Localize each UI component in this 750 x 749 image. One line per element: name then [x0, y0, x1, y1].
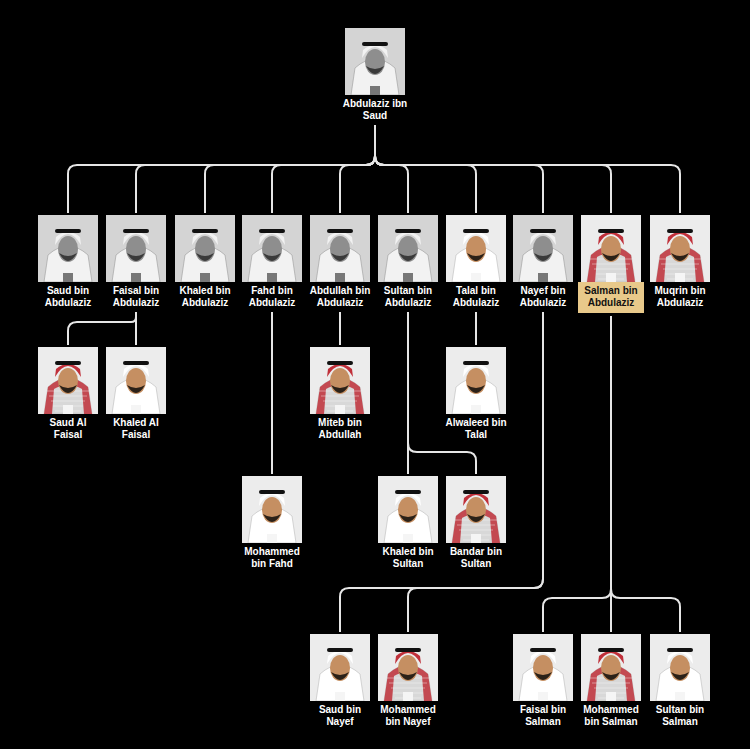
family-line: [68, 125, 375, 213]
family-line: [68, 312, 136, 345]
person-tile: Salman bin Abdulaziz: [578, 215, 644, 313]
portrait: [310, 347, 370, 414]
family-line: [611, 316, 680, 632]
portrait: [310, 215, 370, 282]
person-tile: Mohammed bin Nayef: [373, 634, 443, 728]
portrait: [581, 634, 641, 701]
person-name: Mohammed bin Salman: [576, 704, 646, 728]
person-name: Muqrin bin Abdulaziz: [647, 285, 713, 309]
person-tile: Faisal bin Salman: [510, 634, 576, 728]
family-line: [339, 312, 341, 345]
portrait: [310, 634, 370, 701]
portrait: [345, 28, 405, 95]
portrait: [106, 215, 166, 282]
person-name: Salman bin Abdulaziz: [578, 282, 644, 313]
family-line: [340, 312, 543, 632]
person-name: Miteb bin Abdullah: [307, 417, 373, 441]
person-name: Saud Al Faisal: [35, 417, 101, 441]
portrait: [513, 215, 573, 282]
person-tile: Khaled bin Sultan: [375, 476, 441, 570]
portrait: [242, 476, 302, 543]
person-name: Nayef bin Abdulaziz: [510, 285, 576, 309]
person-name: Faisal bin Salman: [510, 704, 576, 728]
portrait: [378, 215, 438, 282]
family-line: [135, 312, 137, 345]
family-line: [205, 125, 375, 213]
person-tile: Sultan bin Salman: [647, 634, 713, 728]
portrait: [446, 347, 506, 414]
person-tile: Fahd bin Abdulaziz: [239, 215, 305, 309]
person-name: Fahd bin Abdulaziz: [239, 285, 305, 309]
person-name: Khaled bin Sultan: [375, 546, 441, 570]
family-line: [375, 125, 408, 213]
person-name: Faisal bin Abdulaziz: [103, 285, 169, 309]
family-line: [340, 125, 375, 213]
person-name: Mohammed bin Nayef: [373, 704, 443, 728]
person-tile: Saud bin Nayef: [307, 634, 373, 728]
person-name: Saud bin Nayef: [307, 704, 373, 728]
family-line: [543, 316, 611, 632]
person-tile: Mohammed bin Fahd: [237, 476, 307, 570]
portrait: [650, 634, 710, 701]
family-line: [475, 312, 477, 345]
portrait: [175, 215, 235, 282]
person-tile: Miteb bin Abdullah: [307, 347, 373, 441]
portrait: [38, 347, 98, 414]
portrait: [581, 215, 641, 282]
portrait: [378, 634, 438, 701]
family-line: [375, 125, 543, 213]
person-name: Saud bin Abdulaziz: [35, 285, 101, 309]
person-tile: Sultan bin Abdulaziz: [375, 215, 441, 309]
person-name: Alwaleed bin Talal: [441, 417, 511, 441]
person-tile: Abdullah bin Abdulaziz: [307, 215, 373, 309]
portrait: [650, 215, 710, 282]
portrait: [446, 215, 506, 282]
person-name: Sultan bin Abdulaziz: [375, 285, 441, 309]
person-name: Abdullah bin Abdulaziz: [307, 285, 373, 309]
person-tile: Khaled bin Abdulaziz: [172, 215, 238, 309]
family-line: [375, 125, 611, 213]
person-name: Bandar bin Sultan: [443, 546, 509, 570]
person-tile: Talal bin Abdulaziz: [443, 215, 509, 309]
person-tile: Bandar bin Sultan: [443, 476, 509, 570]
person-name: Sultan bin Salman: [647, 704, 713, 728]
portrait: [446, 476, 506, 543]
person-tile: Saud bin Abdulaziz: [35, 215, 101, 309]
family-line: [136, 125, 375, 213]
portrait: [106, 347, 166, 414]
person-name: Khaled bin Abdulaziz: [172, 285, 238, 309]
person-tile: Muqrin bin Abdulaziz: [647, 215, 713, 309]
family-line: [375, 125, 476, 213]
person-tile: Khaled Al Faisal: [103, 347, 169, 441]
portrait: [38, 215, 98, 282]
person-tile: Abdulaziz ibn Saud: [333, 28, 417, 122]
person-name: Abdulaziz ibn Saud: [333, 98, 417, 122]
family-line: [375, 125, 680, 213]
portrait: [242, 215, 302, 282]
person-tile: Faisal bin Abdulaziz: [103, 215, 169, 309]
person-name: Mohammed bin Fahd: [237, 546, 307, 570]
person-tile: Saud Al Faisal: [35, 347, 101, 441]
family-line: [272, 125, 375, 213]
person-tile: Alwaleed bin Talal: [441, 347, 511, 441]
person-tile: Nayef bin Abdulaziz: [510, 215, 576, 309]
family-line: [271, 312, 273, 474]
person-name: Talal bin Abdulaziz: [443, 285, 509, 309]
portrait: [513, 634, 573, 701]
person-name: Khaled Al Faisal: [103, 417, 169, 441]
portrait: [378, 476, 438, 543]
family-line: [408, 312, 543, 632]
person-tile: Mohammed bin Salman: [576, 634, 646, 728]
